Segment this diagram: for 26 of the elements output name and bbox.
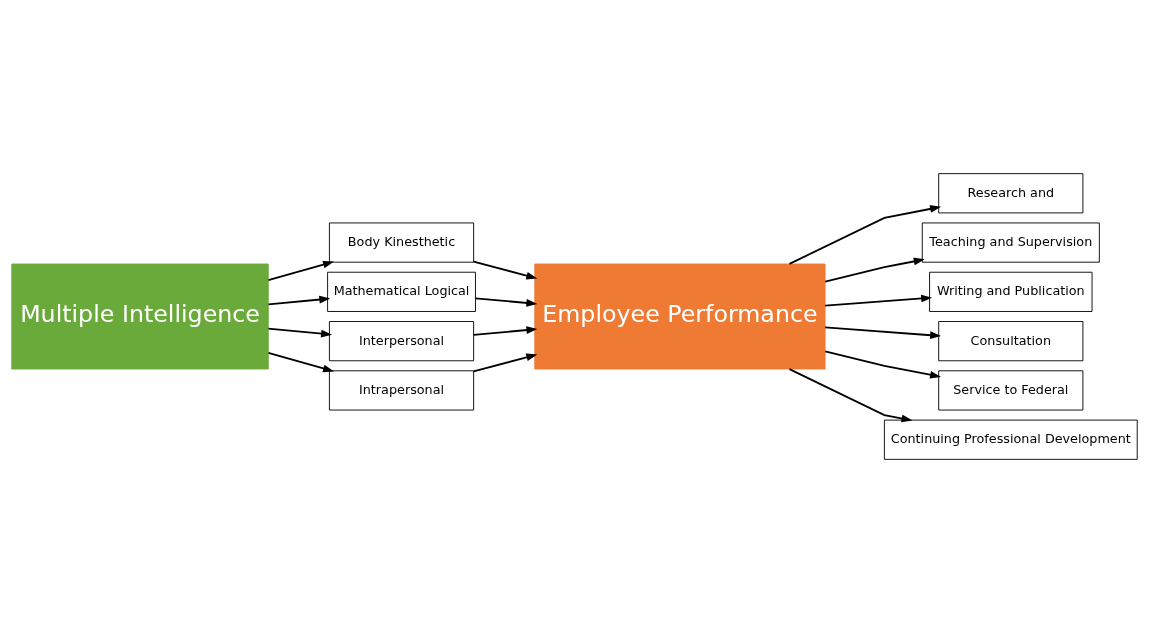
node-box: Continuing Professional Development	[883, 419, 1138, 460]
arrow	[824, 294, 933, 307]
node-box: Teaching and Supervision	[921, 222, 1100, 263]
node-box: Research and	[938, 173, 1084, 214]
arrow	[788, 205, 942, 265]
arrow	[474, 297, 538, 307]
node-box: Employee Performance	[534, 263, 826, 370]
node-box: Interpersonal	[328, 321, 475, 362]
node-box: Writing and Publication	[929, 271, 1093, 312]
arrow	[267, 351, 335, 373]
node-box: Intrapersonal	[328, 370, 475, 411]
node-box: Mathematical Logical	[327, 271, 476, 312]
arrow	[267, 295, 331, 306]
node-box: Consultation	[938, 321, 1084, 362]
arrow	[788, 368, 913, 423]
arrow	[267, 327, 333, 338]
node-box: Multiple Intelligence	[11, 263, 269, 370]
node-box: Body Kinesthetic	[328, 222, 475, 263]
arrow	[472, 353, 538, 373]
node-box: Service to Federal	[938, 370, 1084, 411]
arrow	[824, 326, 942, 339]
arrow	[824, 257, 925, 283]
arrow	[472, 326, 538, 336]
arrow	[472, 260, 538, 280]
arrow	[267, 260, 335, 282]
arrow	[824, 350, 942, 379]
